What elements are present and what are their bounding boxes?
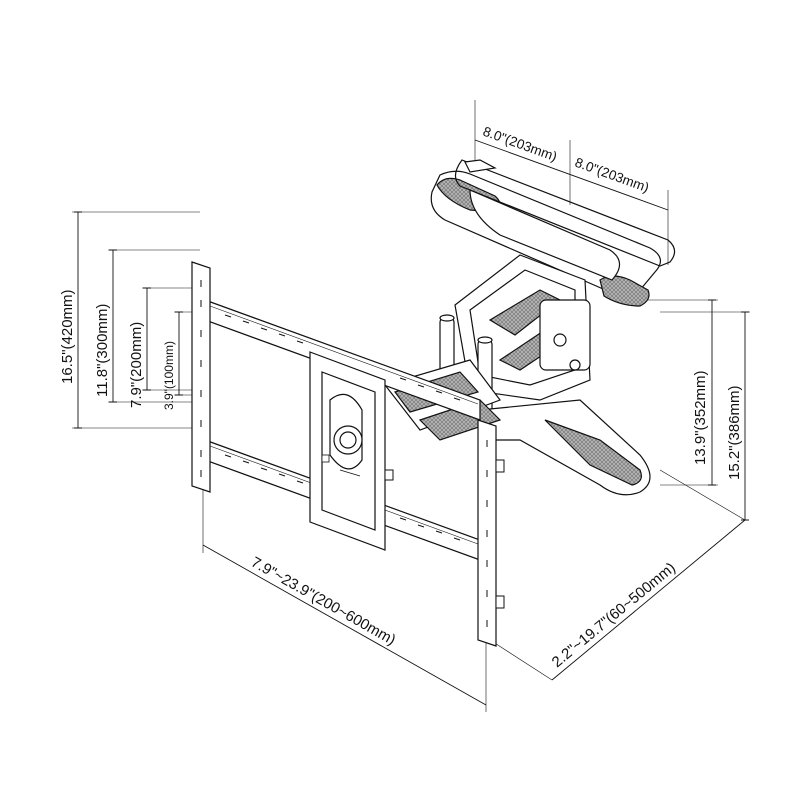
tv-bracket (191, 261, 497, 647)
dim-label-3-9: 3.9"(100mm) (162, 341, 176, 410)
dim-label-13-9: 13.9"(352mm) (692, 370, 709, 465)
dim-label-15-2: 15.2"(386mm) (726, 385, 743, 480)
dim-label-7-9: 7.9"(200mm) (128, 322, 145, 408)
dim-label-horizontal-range: 7.9"~23.9"(200~600mm) (248, 554, 398, 649)
wall-plate (430, 159, 676, 307)
locking-tabs (384, 459, 505, 609)
dim-label-16-5: 16.5"(420mm) (59, 289, 76, 384)
dim-label-wall-plate-right: 8.0"(203mm) (573, 155, 651, 196)
bracket-slots (200, 280, 488, 627)
dimension-lines (72, 100, 750, 712)
dim-label-11-8: 11.8"(300mm) (94, 304, 111, 397)
dimension-ticks (74, 211, 749, 521)
dim-label-extension: 2.2"~19.7"(60~500mm) (549, 559, 679, 671)
dim-label-wall-plate-left: 8.0"(203mm) (481, 124, 559, 165)
